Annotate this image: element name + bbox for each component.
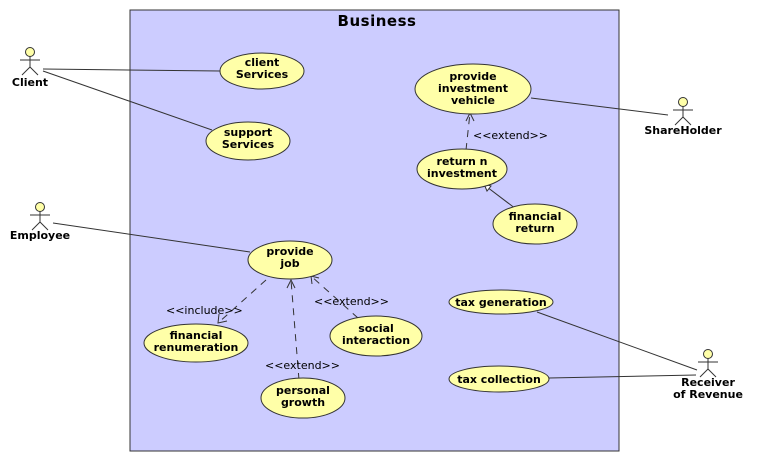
include-renumeration-line bbox=[217, 279, 267, 324]
use-case-personal-growth: personal growth bbox=[260, 377, 346, 419]
use-case-financial-return: financial return bbox=[492, 203, 578, 245]
use-case-label: return n bbox=[437, 155, 488, 168]
assoc-client-support-services bbox=[42, 70, 213, 131]
use-case-label: financial bbox=[509, 210, 562, 223]
use-case-label: client bbox=[245, 56, 280, 69]
actor-shareholder: ShareHolder bbox=[644, 97, 722, 137]
use-case-financial-renumeration: financial renumeration bbox=[143, 323, 249, 363]
actor-label: ShareHolder bbox=[644, 124, 722, 137]
stereotype-include-renumeration: <<include>> bbox=[166, 304, 243, 317]
use-case-label: Services bbox=[222, 138, 275, 151]
actor-employee: Employee bbox=[10, 202, 70, 242]
actor-label: of Revenue bbox=[673, 388, 743, 401]
use-case-social-interaction: social interaction bbox=[329, 315, 423, 357]
use-case-label: tax collection bbox=[457, 373, 541, 386]
actor-label: Receiver bbox=[681, 376, 735, 389]
use-case-return-on-investment: return n investment bbox=[416, 148, 508, 190]
use-case-label: tax generation bbox=[455, 296, 547, 309]
use-case-label: investment bbox=[438, 82, 508, 95]
generalization-line bbox=[486, 186, 517, 210]
use-case-label: vehicle bbox=[451, 94, 495, 107]
stick-figure-icon bbox=[673, 97, 693, 126]
use-case-label: growth bbox=[281, 396, 325, 409]
use-case-label: renumeration bbox=[154, 341, 239, 354]
use-case-label: support bbox=[224, 126, 272, 139]
use-case-label: social bbox=[358, 322, 394, 335]
stereotype-extend-investment: <<extend>> bbox=[473, 129, 548, 142]
extend-social-line bbox=[310, 275, 359, 319]
assoc-receiver-tax-collection bbox=[548, 374, 697, 379]
use-case-client-services: client Services bbox=[219, 52, 305, 90]
use-case-label: Services bbox=[236, 68, 289, 81]
assoc-client-client-services bbox=[42, 68, 221, 72]
actor-label: Client bbox=[12, 76, 48, 89]
stereotype-extend-growth: <<extend>> bbox=[265, 359, 340, 372]
extend-investment-line bbox=[465, 112, 471, 151]
use-case-label: provide bbox=[266, 245, 313, 258]
stick-figure-icon bbox=[20, 47, 40, 76]
use-case-label: investment bbox=[427, 167, 497, 180]
assoc-receiver-tax-generation bbox=[536, 311, 698, 371]
assoc-shareholder-investment-vehicle bbox=[530, 97, 669, 116]
use-case-label: job bbox=[279, 257, 299, 270]
use-case-label: financial bbox=[170, 329, 223, 342]
stick-figure-icon bbox=[698, 349, 718, 378]
assoc-employee-provide-job bbox=[52, 222, 251, 253]
use-case-tax-collection: tax collection bbox=[448, 365, 550, 393]
stereotype-extend-social: <<extend>> bbox=[314, 295, 389, 308]
actor-client: Client bbox=[12, 47, 48, 89]
actor-label: Employee bbox=[10, 229, 70, 242]
associations bbox=[42, 68, 698, 379]
extend-growth-line bbox=[290, 279, 300, 381]
use-case-provide-investment-vehicle: provide investment vehicle bbox=[414, 63, 532, 115]
use-case-tax-generation: tax generation bbox=[448, 289, 554, 315]
use-case-label: interaction bbox=[342, 334, 410, 347]
use-case-label: personal bbox=[276, 384, 330, 397]
system-title: Business bbox=[338, 12, 417, 30]
arrowhead-extend-growth bbox=[286, 278, 296, 289]
stick-figure-icon bbox=[30, 202, 50, 231]
arrowhead-include-renumeration bbox=[217, 313, 228, 324]
use-case-provide-job: provide job bbox=[247, 240, 333, 280]
use-case-support-services: support Services bbox=[205, 121, 291, 161]
dependencies bbox=[217, 112, 471, 381]
use-case-label: provide bbox=[449, 70, 496, 83]
use-case-label: return bbox=[515, 222, 554, 235]
actor-receiver-of-revenue: Receiver of Revenue bbox=[673, 349, 743, 401]
